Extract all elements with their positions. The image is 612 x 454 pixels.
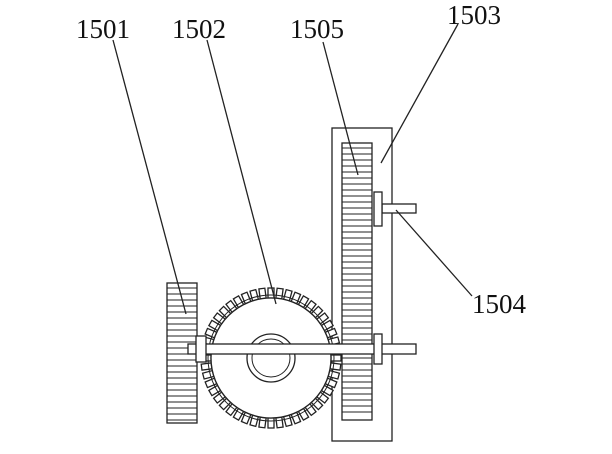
large-gear-1502: [200, 287, 342, 429]
vertical-gear-1505: [341, 142, 373, 421]
leader-lines: [112, 23, 473, 315]
upper-shaft-1504: [373, 191, 417, 227]
wheel-tooth: [275, 287, 284, 300]
label-1501: 1501: [76, 14, 130, 44]
label-1505: 1505: [290, 14, 344, 44]
wheel-tooth: [330, 354, 342, 362]
label-1504: 1504: [472, 289, 527, 319]
label-1502: 1502: [172, 14, 226, 44]
wheel-tooth: [329, 362, 342, 371]
label-1503: 1503: [447, 0, 501, 30]
wheel-tooth: [258, 416, 267, 429]
wheel-tooth: [258, 287, 267, 300]
wheel-tooth: [267, 417, 275, 429]
wheel-tooth: [200, 362, 213, 371]
wheel-tooth: [275, 416, 284, 429]
lower-shaft: [187, 333, 417, 365]
